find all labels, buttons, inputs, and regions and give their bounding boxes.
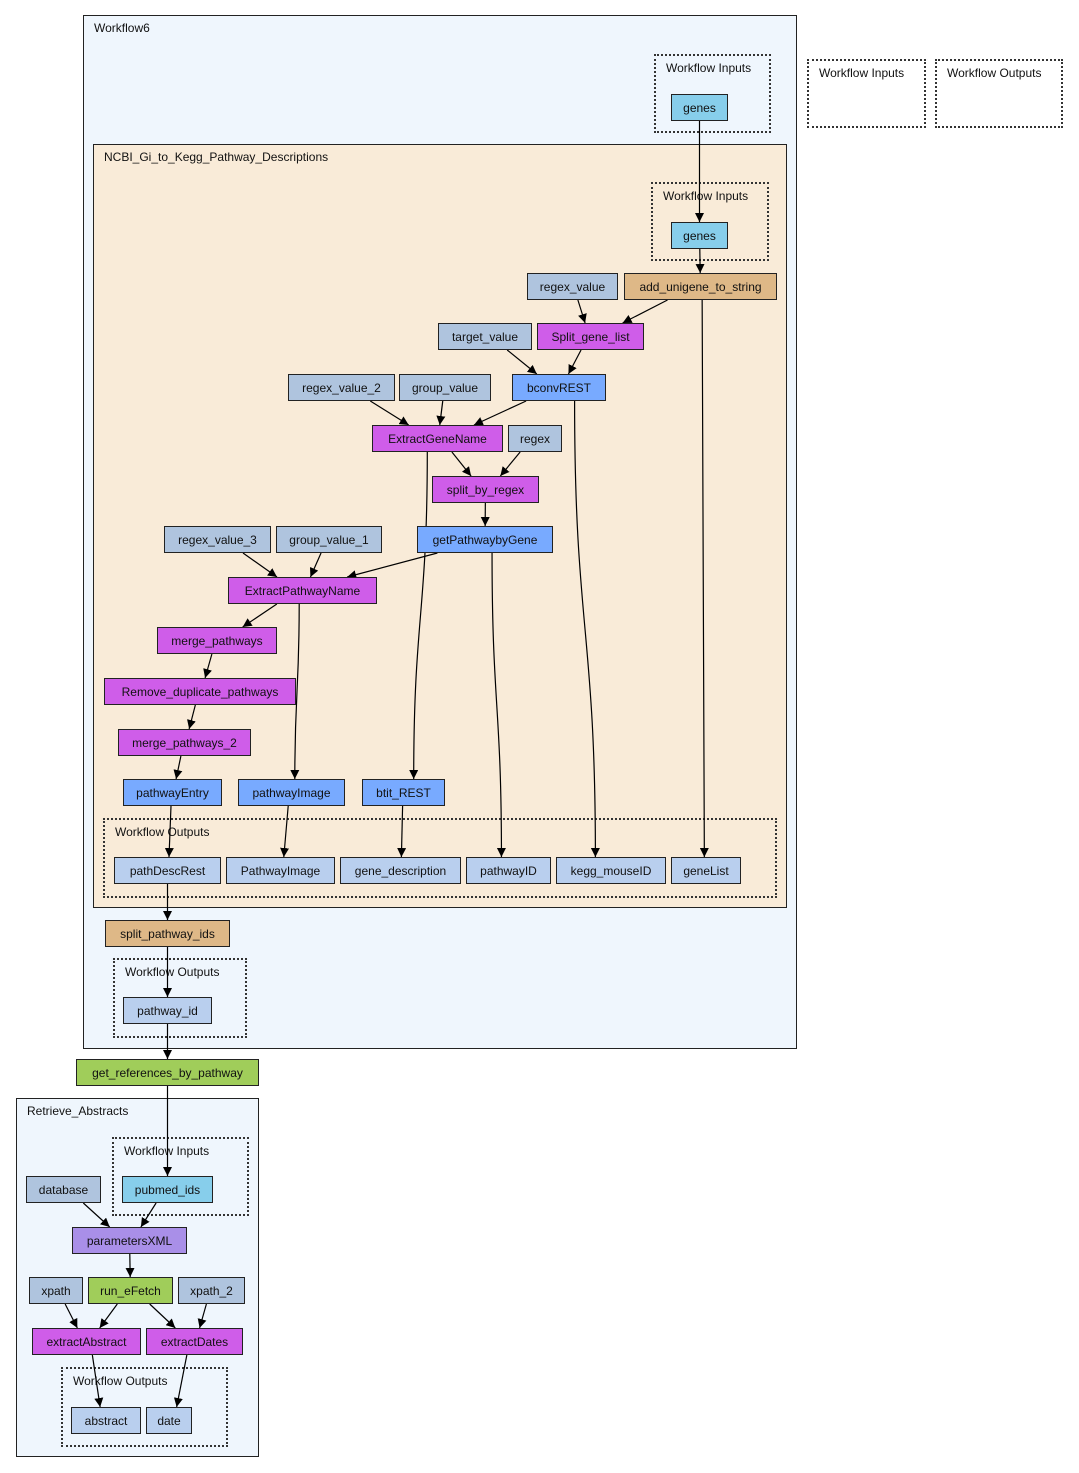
output-port-abstract[interactable]: abstract: [71, 1407, 141, 1434]
ncbi-outputs-label: Workflow Outputs: [115, 825, 210, 839]
processor-btit-rest[interactable]: btit_REST: [362, 779, 445, 806]
ncbi-inputs-group: Workflow Inputs: [651, 182, 769, 261]
processor-extract-gene-name[interactable]: ExtractGeneName: [372, 425, 503, 452]
workflow6-inputs-group: Workflow Inputs: [654, 54, 771, 133]
input-port-pubmed-ids[interactable]: pubmed_ids: [122, 1176, 213, 1203]
constant-group-value[interactable]: group_value: [399, 374, 491, 401]
constant-regex-value-3[interactable]: regex_value_3: [164, 526, 271, 553]
processor-split-by-regex[interactable]: split_by_regex: [432, 476, 539, 503]
ncbi-outputs-group: Workflow Outputs: [103, 818, 777, 898]
processor-extract-dates[interactable]: extractDates: [146, 1328, 243, 1355]
constant-xpath-2[interactable]: xpath_2: [178, 1277, 245, 1304]
constant-group-value-1[interactable]: group_value_1: [276, 526, 382, 553]
processor-bconvrest[interactable]: bconvREST: [512, 374, 606, 401]
output-port-pathway-id[interactable]: pathway_id: [123, 997, 212, 1024]
legend-outputs-label: Workflow Outputs: [947, 66, 1042, 80]
output-port-pathdescrest[interactable]: pathDescRest: [114, 857, 221, 884]
constant-regex-value[interactable]: regex_value: [527, 273, 618, 300]
processor-get-pathway-by-gene[interactable]: getPathwaybyGene: [417, 526, 553, 553]
legend-outputs: Workflow Outputs: [935, 59, 1063, 128]
processor-pathway-image[interactable]: pathwayImage: [238, 779, 345, 806]
processor-remove-duplicate-pathways[interactable]: Remove_duplicate_pathways: [104, 678, 296, 705]
output-port-gene-description[interactable]: gene_description: [340, 857, 461, 884]
processor-parameters-xml[interactable]: parametersXML: [72, 1227, 187, 1254]
retrieve-inputs-label: Workflow Inputs: [124, 1144, 210, 1158]
processor-split-pathway-ids[interactable]: split_pathway_ids: [105, 920, 230, 947]
processor-get-references-by-pathway[interactable]: get_references_by_pathway: [76, 1059, 259, 1086]
input-port-genes[interactable]: genes: [671, 94, 728, 121]
workflow6-outputs-group: Workflow Outputs: [113, 958, 247, 1038]
processor-pathway-entry[interactable]: pathwayEntry: [123, 779, 222, 806]
legend-inputs-label: Workflow Inputs: [819, 66, 905, 80]
retrieve-inputs-group: Workflow Inputs: [112, 1137, 249, 1216]
workflow6-inputs-label: Workflow Inputs: [666, 61, 752, 75]
constant-target-value[interactable]: target_value: [438, 323, 532, 350]
processor-extract-abstract[interactable]: extractAbstract: [32, 1328, 141, 1355]
processor-merge-pathways-2[interactable]: merge_pathways_2: [118, 729, 251, 756]
processor-merge-pathways[interactable]: merge_pathways: [157, 627, 277, 654]
input-port-genes-nested[interactable]: genes: [671, 222, 728, 249]
output-port-pathwayimage[interactable]: PathwayImage: [226, 857, 335, 884]
workflow6-outputs-label: Workflow Outputs: [125, 965, 220, 979]
output-port-pathwayid[interactable]: pathwayID: [466, 857, 551, 884]
processor-split-gene-list[interactable]: Split_gene_list: [537, 323, 644, 350]
output-port-genelist[interactable]: geneList: [671, 857, 741, 884]
cluster-retrieve-label: Retrieve_Abstracts: [27, 1104, 129, 1118]
constant-database[interactable]: database: [26, 1176, 101, 1203]
ncbi-inputs-label: Workflow Inputs: [663, 189, 749, 203]
legend-inputs: Workflow Inputs: [807, 59, 926, 128]
constant-regex[interactable]: regex: [508, 425, 562, 452]
constant-xpath[interactable]: xpath: [29, 1277, 83, 1304]
constant-regex-value-2[interactable]: regex_value_2: [288, 374, 395, 401]
processor-add-unigene-to-string[interactable]: add_unigene_to_string: [624, 273, 777, 300]
retrieve-outputs-label: Workflow Outputs: [73, 1374, 168, 1388]
processor-run-efetch[interactable]: run_eFetch: [88, 1277, 173, 1304]
processor-extract-pathway-name[interactable]: ExtractPathwayName: [228, 577, 377, 604]
output-port-date[interactable]: date: [146, 1407, 192, 1434]
cluster-workflow6-label: Workflow6: [94, 21, 150, 35]
output-port-kegg-mouseid[interactable]: kegg_mouseID: [556, 857, 666, 884]
cluster-ncbi-label: NCBI_Gi_to_Kegg_Pathway_Descriptions: [104, 150, 329, 164]
